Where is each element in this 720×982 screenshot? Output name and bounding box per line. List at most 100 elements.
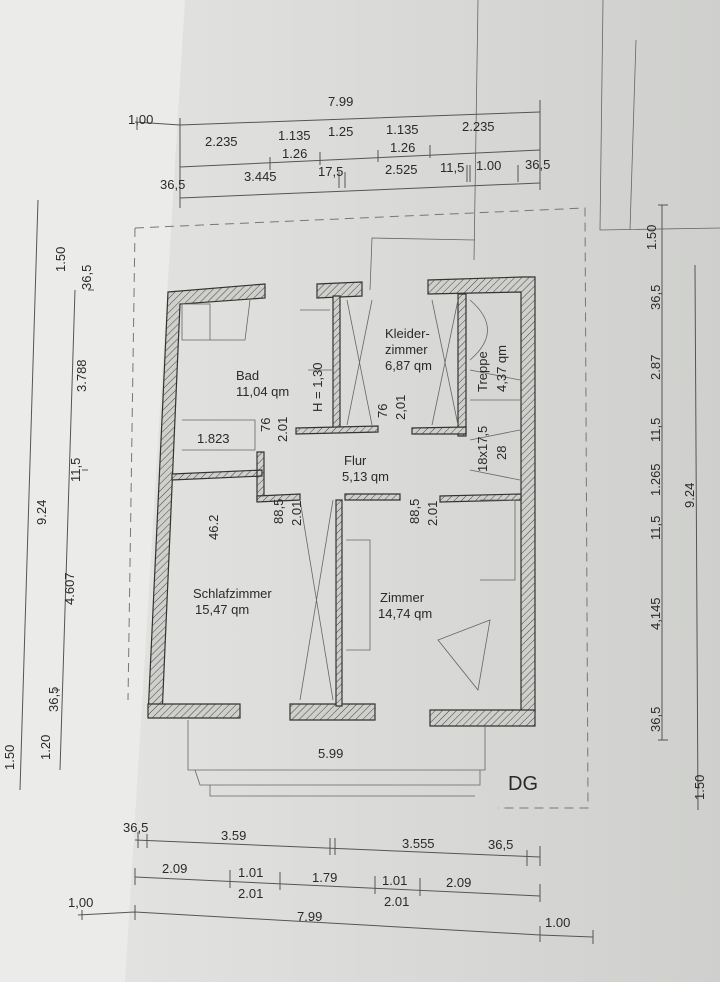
dim-text: 1.265 [648, 463, 663, 496]
bottom-dimensions: 36,5 3.59 3.555 36,5 2.09 1.01 2.01 1.79… [68, 820, 594, 944]
room-area-treppe: 4,37 qm [494, 345, 509, 392]
balcony-width: 5.99 [318, 746, 343, 761]
dim-text: 1,00 [68, 895, 93, 910]
room-name-flur: Flur [344, 453, 367, 468]
dim-text: 3.59 [221, 828, 246, 843]
door-width-label: 88,5 [271, 499, 286, 524]
dim-text: 1.50 [53, 247, 68, 272]
roof-outline-left [127, 227, 136, 701]
dim-text: 4,145 [648, 597, 663, 630]
left-dimensions: 1.50 9.24 1.50 36,5 3.788 11,5 4.607 36,… [2, 199, 94, 791]
room-name-kleiderzimmer: Kleider- [385, 326, 430, 341]
room-name-schlafzimmer: Schlafzimmer [193, 586, 272, 601]
dim-text: 7.99 [297, 909, 322, 924]
room-name-kleiderzimmer-2: zimmer [385, 342, 428, 357]
wall-bottom-left [147, 703, 241, 719]
roof-outline [134, 207, 589, 809]
dim-text: 36,5 [488, 837, 513, 852]
dim-text: 11,5 [68, 458, 83, 482]
stairs-lines [469, 299, 521, 481]
dim-text: 36,5 [160, 177, 185, 192]
dim-text: 4.607 [62, 572, 77, 605]
dim-text: 9.24 [682, 483, 697, 508]
dim-text: 1.135 [386, 122, 419, 137]
dim-text: 1.50 [644, 225, 659, 250]
room-area-kleiderzimmer: 6,87 qm [385, 358, 432, 373]
room-labels: Bad 11,04 qm Kleider- zimmer 6,87 qm Tre… [193, 326, 509, 621]
dim-text: 1.01 [382, 873, 407, 888]
dim-text: 1.25 [328, 124, 353, 139]
dim-text: 36,5 [648, 285, 663, 310]
wall-flur-top [295, 425, 467, 435]
dim-text: 36,5 [46, 687, 61, 712]
dim-text: 1.00 [545, 915, 570, 930]
room-name-treppe: Treppe [475, 351, 490, 392]
wall-top-mid [316, 281, 363, 299]
dim-text: 36,5 [123, 820, 148, 835]
dim-text: 2.09 [446, 875, 471, 890]
wall-bottom-mid [289, 703, 376, 721]
stairs-count: 28 [494, 446, 509, 460]
dim-text: 1.50 [2, 745, 17, 770]
fixtures [181, 299, 516, 701]
door-height-label: 2.01 [425, 501, 440, 526]
dim-text: 1.20 [38, 735, 53, 760]
dim-text: 2.01 [384, 894, 409, 909]
room-name-bad: Bad [236, 368, 259, 383]
wall-dimension: 46.2 [206, 515, 221, 540]
dim-text: 9.24 [34, 500, 49, 525]
dim-text: 17,5 [318, 164, 343, 179]
top-dimensions: 1,00 7.99 2.235 1.135 1.26 1.25 1.135 1.… [128, 94, 550, 208]
dim-text: 2.525 [385, 162, 418, 177]
door-width-label: 76 [258, 418, 273, 432]
dim-text: 1.79 [312, 870, 337, 885]
dim-text: 7.99 [328, 94, 353, 109]
door-height-label: 2.01 [275, 417, 290, 442]
room-area-bad: 11,04 qm [236, 384, 289, 399]
wall-schlaf-zimmer [335, 499, 343, 707]
annotations: H = 1,30 1.823 76 2.01 76 2,01 88,5 2.01… [197, 362, 538, 795]
right-dimensions: 1.50 9.24 1.50 36,5 2.87 11,5 1.265 11,5… [644, 204, 707, 811]
dim-text: 2.09 [162, 861, 187, 876]
balcony [187, 720, 486, 797]
dim-text: 36,5 [79, 265, 94, 290]
dim-text: 1.01 [238, 865, 263, 880]
stairs-dimension: 18x17,5 [475, 426, 490, 472]
dim-text: 36,5 [648, 707, 663, 732]
door-width-label: 76 [375, 404, 390, 418]
neighbor-lines [369, 0, 720, 291]
dim-text: 1.135 [278, 128, 311, 143]
room-area-zimmer: 14,74 qm [378, 606, 432, 621]
dim-text: 3.555 [402, 836, 435, 851]
dim-text: 2.235 [462, 119, 495, 134]
dim-text: 11,5 [648, 418, 663, 442]
dim-text: 11,5 [648, 516, 663, 540]
dim-text: 1.00 [476, 158, 501, 173]
wall-bad-kleider [332, 295, 341, 431]
dim-text: 2.87 [648, 355, 663, 380]
dim-text: 1.26 [282, 146, 307, 161]
wall-bottom-right [429, 709, 536, 727]
dim-text: 1.26 [390, 140, 415, 155]
door-height-label: 2.01 [289, 501, 304, 526]
dim-text: 2.235 [205, 134, 238, 149]
page-fold [0, 0, 185, 982]
door-height-label: 2,01 [393, 395, 408, 420]
dim-text: 1,00 [128, 112, 153, 127]
door-width-label: 88,5 [407, 499, 422, 524]
building [147, 276, 536, 797]
bath-height-label: H = 1,30 [310, 362, 325, 412]
bath-width-label: 1.823 [197, 431, 230, 446]
wall-kleider-treppe [457, 293, 467, 437]
room-name-zimmer: Zimmer [380, 590, 425, 605]
dim-text: 3.445 [244, 169, 277, 184]
dim-text: 36,5 [525, 157, 550, 172]
room-area-schlafzimmer: 15,47 qm [195, 602, 249, 617]
dim-text: 3.788 [74, 359, 89, 392]
dim-text: 11,5 [440, 160, 464, 175]
room-area-flur: 5,13 qm [342, 469, 389, 484]
dim-text: 2.01 [238, 886, 263, 901]
level-label: DG [508, 773, 538, 795]
dim-text: 1.50 [692, 775, 707, 800]
